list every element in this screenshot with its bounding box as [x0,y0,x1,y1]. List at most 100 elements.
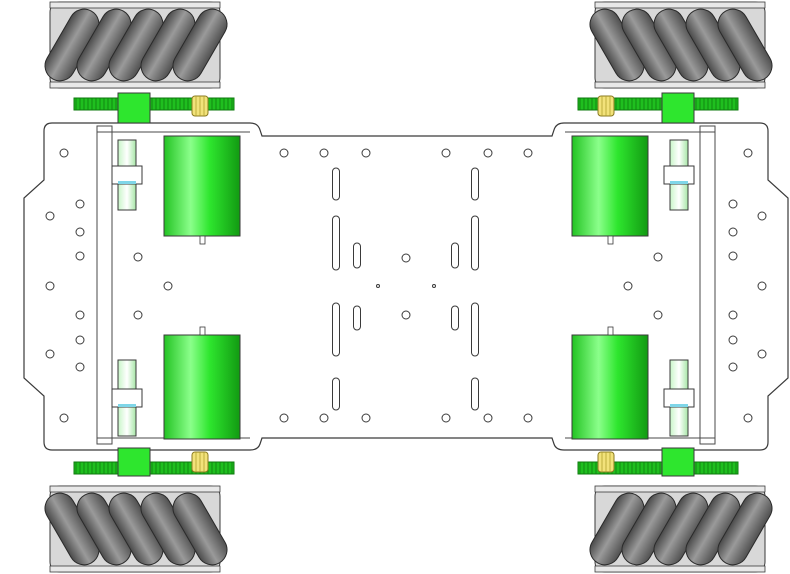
rear-left-drive-gear [73,461,235,475]
mounting-slot [471,377,479,411]
mounting-hole [133,252,143,262]
mounting-hole [653,310,663,320]
mounting-slot [353,242,361,269]
mounting-hole [401,253,411,263]
gear-body [577,461,739,475]
mounting-hole [361,413,371,423]
front-right-axle-assembly [663,139,695,211]
front-left-axle-assembly [111,139,143,211]
mounting-hole [75,227,85,237]
wheel-cap [594,1,766,9]
wheel-cap [594,565,766,573]
mounting-hole [45,211,55,221]
mounting-hole [483,148,493,158]
mounting-hole [523,148,533,158]
mounting-slot [332,167,340,201]
wheel-cap [49,81,221,89]
mounting-hole [653,252,663,262]
mounting-slot [332,215,340,271]
mounting-hole [59,413,69,423]
rear-left-gear-hub [117,447,151,477]
mounting-hole [45,349,55,359]
front-right-gear-hub [661,92,695,124]
mounting-slots [332,167,479,411]
bearing [670,404,688,407]
mounting-hole [743,148,753,158]
mounting-hole [441,413,451,423]
front-right-pinion [597,95,615,117]
motor-shaft [199,235,206,245]
mounting-hole [75,310,85,320]
mounting-slot [353,305,361,331]
wheel-cap [49,1,221,9]
mounting-slot [451,305,459,331]
rear-right-drive-gear [577,461,739,475]
mounting-hole [133,310,143,320]
rear-left-axle-assembly [111,359,143,437]
mounting-hole [757,211,767,221]
mounting-hole [441,148,451,158]
motor-shaft [199,326,206,336]
mounting-hole [75,199,85,209]
mounting-hole [75,362,85,372]
front-left-pinion [191,95,209,117]
gear-body [73,97,235,111]
mounting-hole [401,310,411,320]
motor-body [571,135,649,237]
front-left-drive-gear [73,97,235,111]
wheel-roller [717,492,773,566]
mounting-hole [623,281,633,291]
front-left-mecanum-wheel [44,1,228,89]
mounting-hole [45,281,55,291]
right-rail [699,125,716,445]
front-right-motor [571,135,649,245]
gear-body [577,97,739,111]
mounting-slot [332,377,340,411]
rear-left-pinion [191,451,209,473]
motor-shaft [607,235,614,245]
wheel-cap [49,485,221,493]
mounting-hole [319,148,329,158]
bearing [670,181,688,184]
wheel-roller [172,8,228,82]
mounting-hole [743,413,753,423]
mounting-hole [757,281,767,291]
bearing [118,181,136,184]
mounting-slot [471,302,479,357]
mounting-hole [59,148,69,158]
wheel-cap [594,485,766,493]
left-rail [96,125,113,445]
mounting-hole [279,148,289,158]
motor-body [571,334,649,440]
drive-assemblies [44,1,773,573]
motor-shaft [607,326,614,336]
wheel-roller [717,8,773,82]
rear-right-axle-assembly [663,359,695,437]
wheel-roller [172,492,228,566]
rear-right-gear-hub [661,447,695,477]
motor-body [163,334,241,440]
mounting-holes [45,148,767,423]
mounting-hole [361,148,371,158]
mounting-hole [75,251,85,261]
center-mark-hole [376,284,380,288]
mounting-hole [163,281,173,291]
mounting-slot [471,167,479,201]
mounting-slot [332,302,340,357]
wheel-cap [594,81,766,89]
mounting-hole [728,227,738,237]
mounting-hole [728,251,738,261]
wheel-cap [49,565,221,573]
mounting-hole [75,335,85,345]
rear-right-motor [571,326,649,440]
mounting-slot [451,242,459,269]
motor-body [163,135,241,237]
mounting-hole [319,413,329,423]
mounting-hole [279,413,289,423]
mounting-hole [728,310,738,320]
gear-body [73,461,235,475]
mounting-hole [728,335,738,345]
mounting-hole [757,349,767,359]
mounting-slot [471,215,479,271]
